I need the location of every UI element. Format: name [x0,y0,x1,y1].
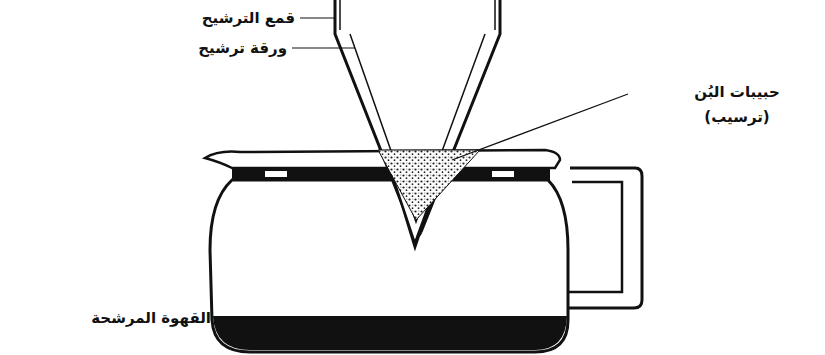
part-label: ورقة ترشيح [198,39,287,57]
part-label: حبيبات البُن [694,83,780,101]
part-label: قمع الترشيح [202,9,295,27]
part-label: (ترسيب) [704,108,769,126]
part-label: القهوة المرشحة [91,309,211,327]
